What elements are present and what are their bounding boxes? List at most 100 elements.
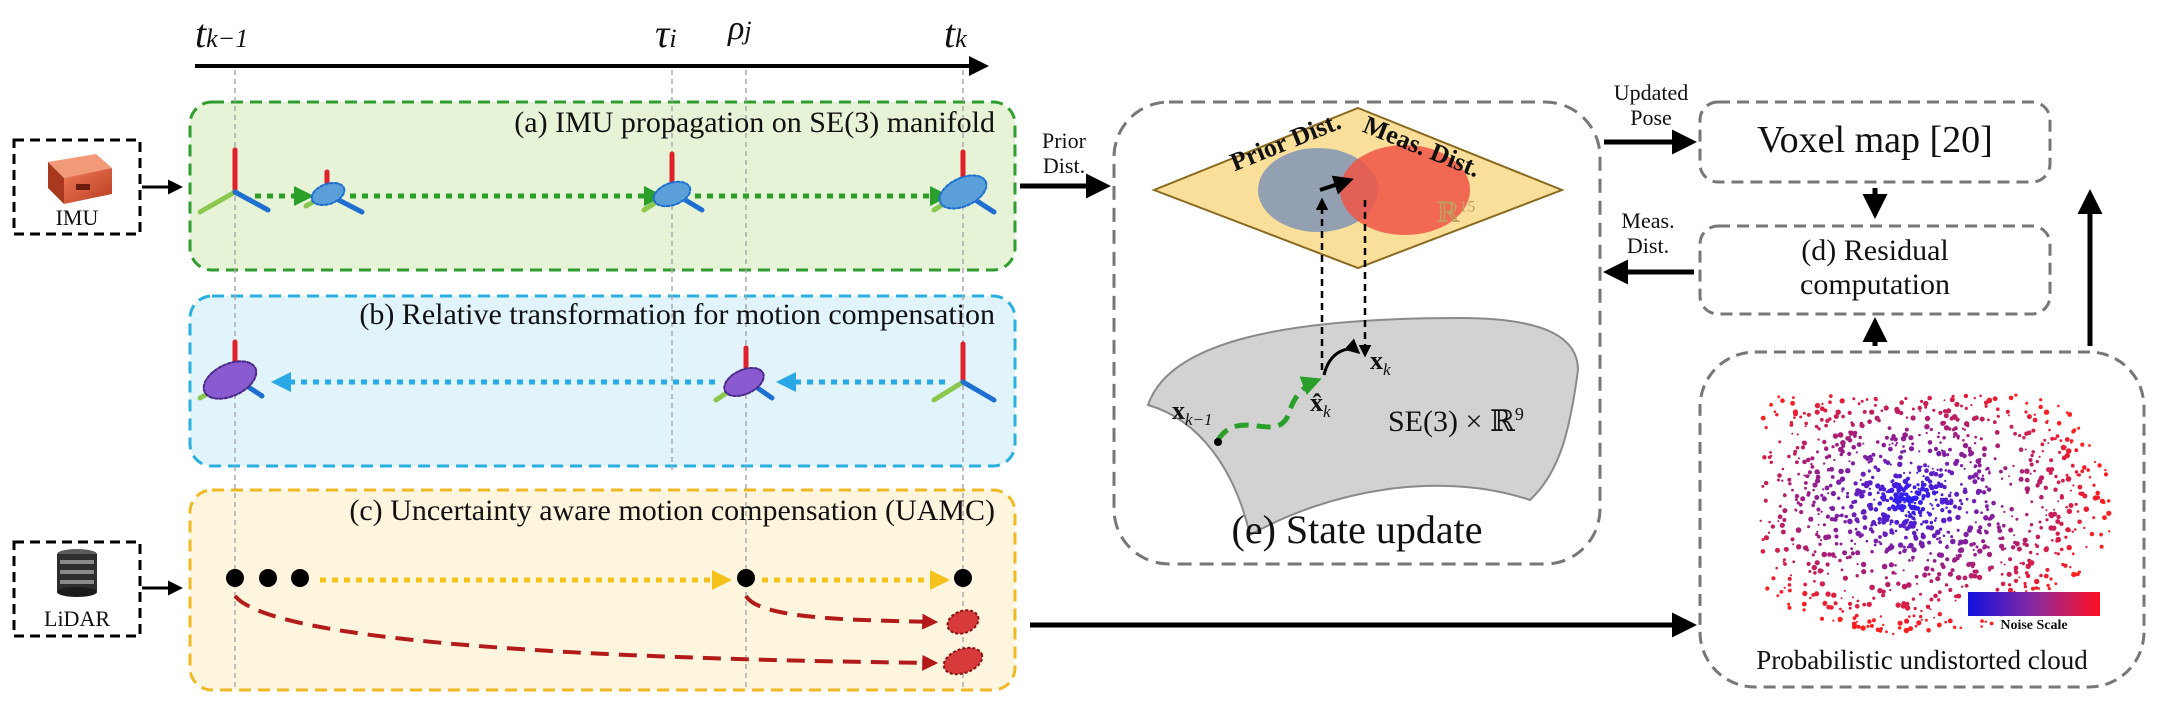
cloud-point <box>1799 509 1804 515</box>
cloud-point <box>2014 393 2018 397</box>
cloud-point <box>1943 399 1946 402</box>
cloud-point <box>2104 468 2107 472</box>
cloud-point <box>1939 468 1943 472</box>
cloud-point <box>1794 498 1798 502</box>
cloud-point <box>1971 499 1977 504</box>
cloud-point <box>1980 619 1984 623</box>
cloud-point <box>2083 526 2086 530</box>
cloud-point <box>1807 474 1810 478</box>
cloud-point <box>1929 552 1932 555</box>
cloud-point <box>2085 545 2088 549</box>
cloud-point <box>1827 492 1830 495</box>
cloud-point <box>1782 518 1787 522</box>
cloud-point <box>1862 525 1868 530</box>
cloud-point <box>1794 508 1797 512</box>
cloud-point <box>1845 495 1850 499</box>
cloud-point <box>1865 456 1870 461</box>
cloud-point <box>2089 531 2095 537</box>
cloud-point <box>1819 581 1826 587</box>
cloud-point <box>1839 513 1844 518</box>
cloud-point <box>2064 535 2068 539</box>
cloud-point <box>1928 525 1935 531</box>
cloud-point <box>1913 485 1916 488</box>
frame-b-1 <box>197 339 265 401</box>
cloud-point <box>1973 396 1977 400</box>
cloud-point <box>1920 618 1923 621</box>
cloud-point <box>1862 602 1867 607</box>
cloud-point <box>1837 432 1844 438</box>
cloud-point <box>2035 483 2040 488</box>
cloud-point <box>1986 508 1990 511</box>
imu-device-icon <box>48 154 112 204</box>
cloud-point <box>2021 561 2026 566</box>
cloud-point <box>1850 539 1854 543</box>
cloud-point <box>1763 535 1769 541</box>
cloud-point <box>1964 583 1969 588</box>
cloud-point <box>2074 470 2079 474</box>
lidar-points <box>226 569 972 587</box>
cloud-point <box>1937 590 1942 595</box>
cloud-point <box>1916 483 1920 487</box>
cloud-point <box>1852 430 1858 436</box>
cloud-point <box>1854 604 1860 609</box>
cloud-point <box>1876 467 1881 473</box>
cloud-point <box>1841 487 1845 491</box>
compensated-point-1 <box>946 609 980 635</box>
cloud-point <box>1900 450 1904 454</box>
cloud-point <box>1911 559 1914 562</box>
cloud-point <box>2001 547 2005 551</box>
cloud-point <box>2022 542 2027 546</box>
cloud-point <box>2074 528 2077 531</box>
cloud-point <box>1796 544 1802 550</box>
cloud-point <box>1781 467 1785 471</box>
cloud-point <box>1936 435 1940 439</box>
cloud-point <box>1877 517 1882 522</box>
cloud-point <box>1793 411 1798 417</box>
cloud-point <box>1919 592 1922 596</box>
cloud-point <box>1760 549 1766 554</box>
cloud-point <box>1830 552 1836 557</box>
cloud-point <box>1927 465 1930 468</box>
cloud-point <box>1955 556 1960 561</box>
cloud-point <box>1822 488 1825 491</box>
cloud-point <box>2059 547 2064 552</box>
cloud-point <box>1967 475 1973 480</box>
cloud-point <box>1816 450 1819 454</box>
prior-trajectory <box>1215 376 1322 442</box>
cloud-point <box>2097 463 2102 468</box>
cloud-point <box>2026 414 2032 420</box>
panel-b-title: (b) Relative transformation for motion c… <box>359 298 995 331</box>
cloud-point <box>1893 492 1899 498</box>
cloud-point <box>1877 588 1883 594</box>
cloud-point <box>1783 562 1787 566</box>
cloud-point <box>1798 502 1803 507</box>
cloud-point <box>1920 399 1924 403</box>
cloud-point <box>1943 413 1949 419</box>
cloud-point <box>1926 511 1930 514</box>
cloud-point <box>1779 590 1784 594</box>
cloud-point <box>2045 567 2050 572</box>
cloud-point <box>1933 446 1939 452</box>
cloud-point <box>1777 395 1781 399</box>
cloud-point <box>1902 432 1908 438</box>
cloud-point <box>1895 602 1901 608</box>
cloud-point <box>1894 564 1897 567</box>
cloud-point <box>1931 467 1934 470</box>
cloud-point <box>2046 583 2050 588</box>
cloud-point <box>1867 419 1872 425</box>
cloud-point <box>1788 482 1792 486</box>
cloud-point <box>1834 513 1840 519</box>
cloud-point <box>2061 478 2065 483</box>
cloud-point <box>1883 405 1889 411</box>
cloud-point <box>2000 536 2005 541</box>
cloud-point <box>1938 410 1943 415</box>
cloud-point <box>2071 429 2076 434</box>
cloud-point <box>1965 511 1969 514</box>
cloud-point <box>1956 434 1960 439</box>
cloud-point <box>1769 460 1774 464</box>
cloud-point <box>1929 502 1932 505</box>
cloud-point <box>1911 442 1915 446</box>
cloud-point <box>1889 544 1895 550</box>
